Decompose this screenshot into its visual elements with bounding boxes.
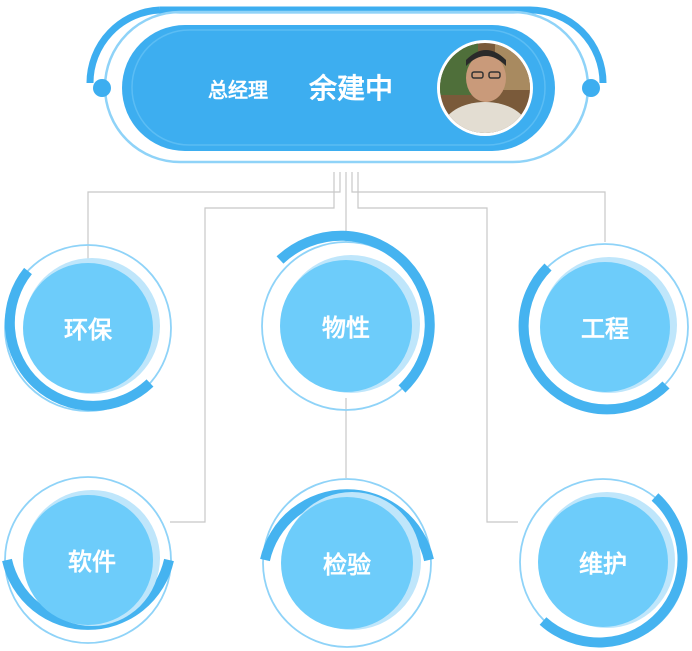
- dept-arc: [276, 230, 435, 393]
- capsule-outer-arc: [86, 6, 607, 84]
- connector-engineering: [351, 172, 606, 242]
- capsule-left-dot: [93, 79, 111, 97]
- dept-arc: [518, 263, 670, 415]
- dept-label: 环保: [64, 316, 113, 344]
- dept-inner: [23, 495, 153, 625]
- dept-inner: [23, 263, 153, 393]
- dept-inner: [280, 260, 412, 392]
- dept-inner: [538, 497, 668, 627]
- dept-arc: [4, 267, 154, 411]
- department-environment[interactable]: 环保: [4, 244, 172, 412]
- department-maintenance[interactable]: 维护: [519, 478, 688, 648]
- person-photo-icon: [437, 40, 533, 136]
- connector-software: [170, 172, 335, 523]
- general-manager-card[interactable]: 总经理 余建中: [86, 6, 607, 164]
- manager-name: 余建中: [308, 72, 393, 105]
- dept-outer-ring: [262, 478, 432, 648]
- capsule-body: [122, 25, 555, 151]
- department-engineering[interactable]: 工程: [518, 243, 689, 415]
- department-software[interactable]: 软件: [2, 476, 174, 644]
- connector-lines: [87, 172, 606, 523]
- connector-env: [87, 172, 341, 262]
- department-inspection[interactable]: 检验: [260, 478, 434, 648]
- dept-label: 工程: [581, 315, 629, 343]
- dept-label: 检验: [323, 551, 371, 579]
- capsule-right-dot: [582, 79, 600, 97]
- dept-label: 维护: [579, 550, 627, 578]
- dept-arc: [539, 493, 688, 648]
- dept-inner: [540, 262, 670, 392]
- dept-inner: [281, 497, 413, 629]
- dept-label: 软件: [68, 548, 116, 576]
- department-physical[interactable]: 物性: [261, 230, 435, 411]
- dept-label: 物性: [322, 314, 370, 342]
- connector-maintenance: [357, 172, 518, 523]
- manager-role: 总经理: [208, 78, 268, 102]
- dept-outer-ring: [4, 476, 172, 644]
- capsule-inner-shade: [131, 29, 546, 146]
